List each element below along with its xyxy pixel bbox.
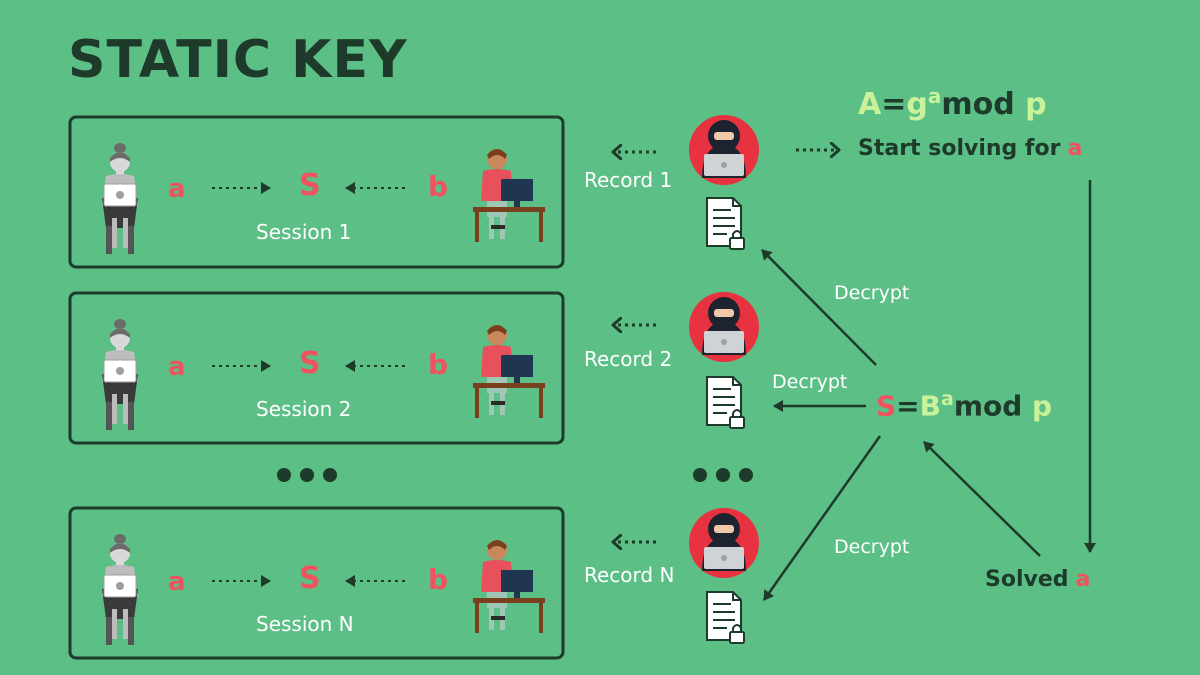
user-b-icon-1 [473, 149, 545, 242]
solved-label: Solved [985, 567, 1069, 592]
eq-public-p: p [1025, 87, 1047, 122]
right-key-1: b [428, 170, 449, 203]
session-label-n: Session N [256, 612, 354, 636]
solved-to-s-arrow [923, 441, 1041, 557]
eq-public-A: A [858, 87, 882, 122]
decrypt-label-1: Decrypt [834, 282, 910, 304]
left-key-n: a [168, 567, 186, 597]
left-key-1: a [168, 174, 186, 204]
locked-document-icon-1 [706, 197, 745, 250]
session-label-2: Session 2 [256, 397, 352, 421]
left-key-2: a [168, 352, 186, 382]
solved-text: Solved a [985, 567, 1090, 592]
eq-secret-p: p [1032, 389, 1053, 423]
ellipsis-dots-left [277, 468, 337, 482]
session-label-1: Session 1 [256, 220, 352, 244]
decrypt-arrow-n [762, 435, 882, 601]
attacker-icon-2 [689, 292, 759, 362]
eq-public-mod: mod [941, 87, 1015, 122]
solved-var: a [1075, 567, 1091, 592]
eq-secret-exp: a [940, 388, 954, 410]
locked-document-icon-2 [706, 376, 745, 429]
decrypt-label-2: Decrypt [772, 371, 848, 393]
record-label-n: Record N [584, 563, 675, 587]
eq-public-g: g [906, 87, 928, 122]
attacker-icon-1 [689, 115, 759, 185]
page-title: STATIC KEY [68, 30, 408, 90]
start-solving-text: Start solving for a [858, 136, 1082, 161]
eq-public-exp: a [927, 84, 942, 108]
decrypt-arrow-1 [761, 249, 877, 366]
record-label-2: Record 2 [584, 347, 673, 371]
eq-public-equals: = [881, 87, 907, 122]
eq-secret-S: S [876, 389, 897, 423]
decrypt-label-n: Decrypt [834, 536, 910, 558]
session-box-n [68, 506, 565, 660]
eq-secret-equals: = [896, 389, 920, 423]
start-solving-label: Start solving for [858, 136, 1061, 161]
locked-document-icon-n [706, 591, 745, 644]
user-a-icon-1 [101, 142, 139, 255]
shared-secret-2: S [299, 346, 321, 381]
start-solving-var: a [1067, 136, 1083, 161]
eq-secret-mod: mod [953, 389, 1023, 423]
session-box-2 [68, 291, 565, 445]
shared-secret-n: S [299, 561, 321, 596]
user-a-icon-n [101, 533, 139, 646]
ellipsis-dots-right [693, 468, 753, 482]
right-key-2: b [428, 348, 449, 381]
session-box-1 [68, 115, 565, 269]
secret-equation: S=Bamod p [876, 388, 1052, 422]
public-key-equation: A=gamod p [858, 84, 1047, 122]
shared-secret-1: S [299, 168, 321, 203]
right-key-n: b [428, 563, 449, 596]
attacker-icon-n [689, 508, 759, 578]
record-label-1: Record 1 [584, 168, 673, 192]
user-b-icon-n [473, 540, 545, 633]
user-a-icon-2 [101, 318, 139, 431]
user-b-icon-2 [473, 325, 545, 418]
eq-secret-B: B [919, 389, 941, 423]
